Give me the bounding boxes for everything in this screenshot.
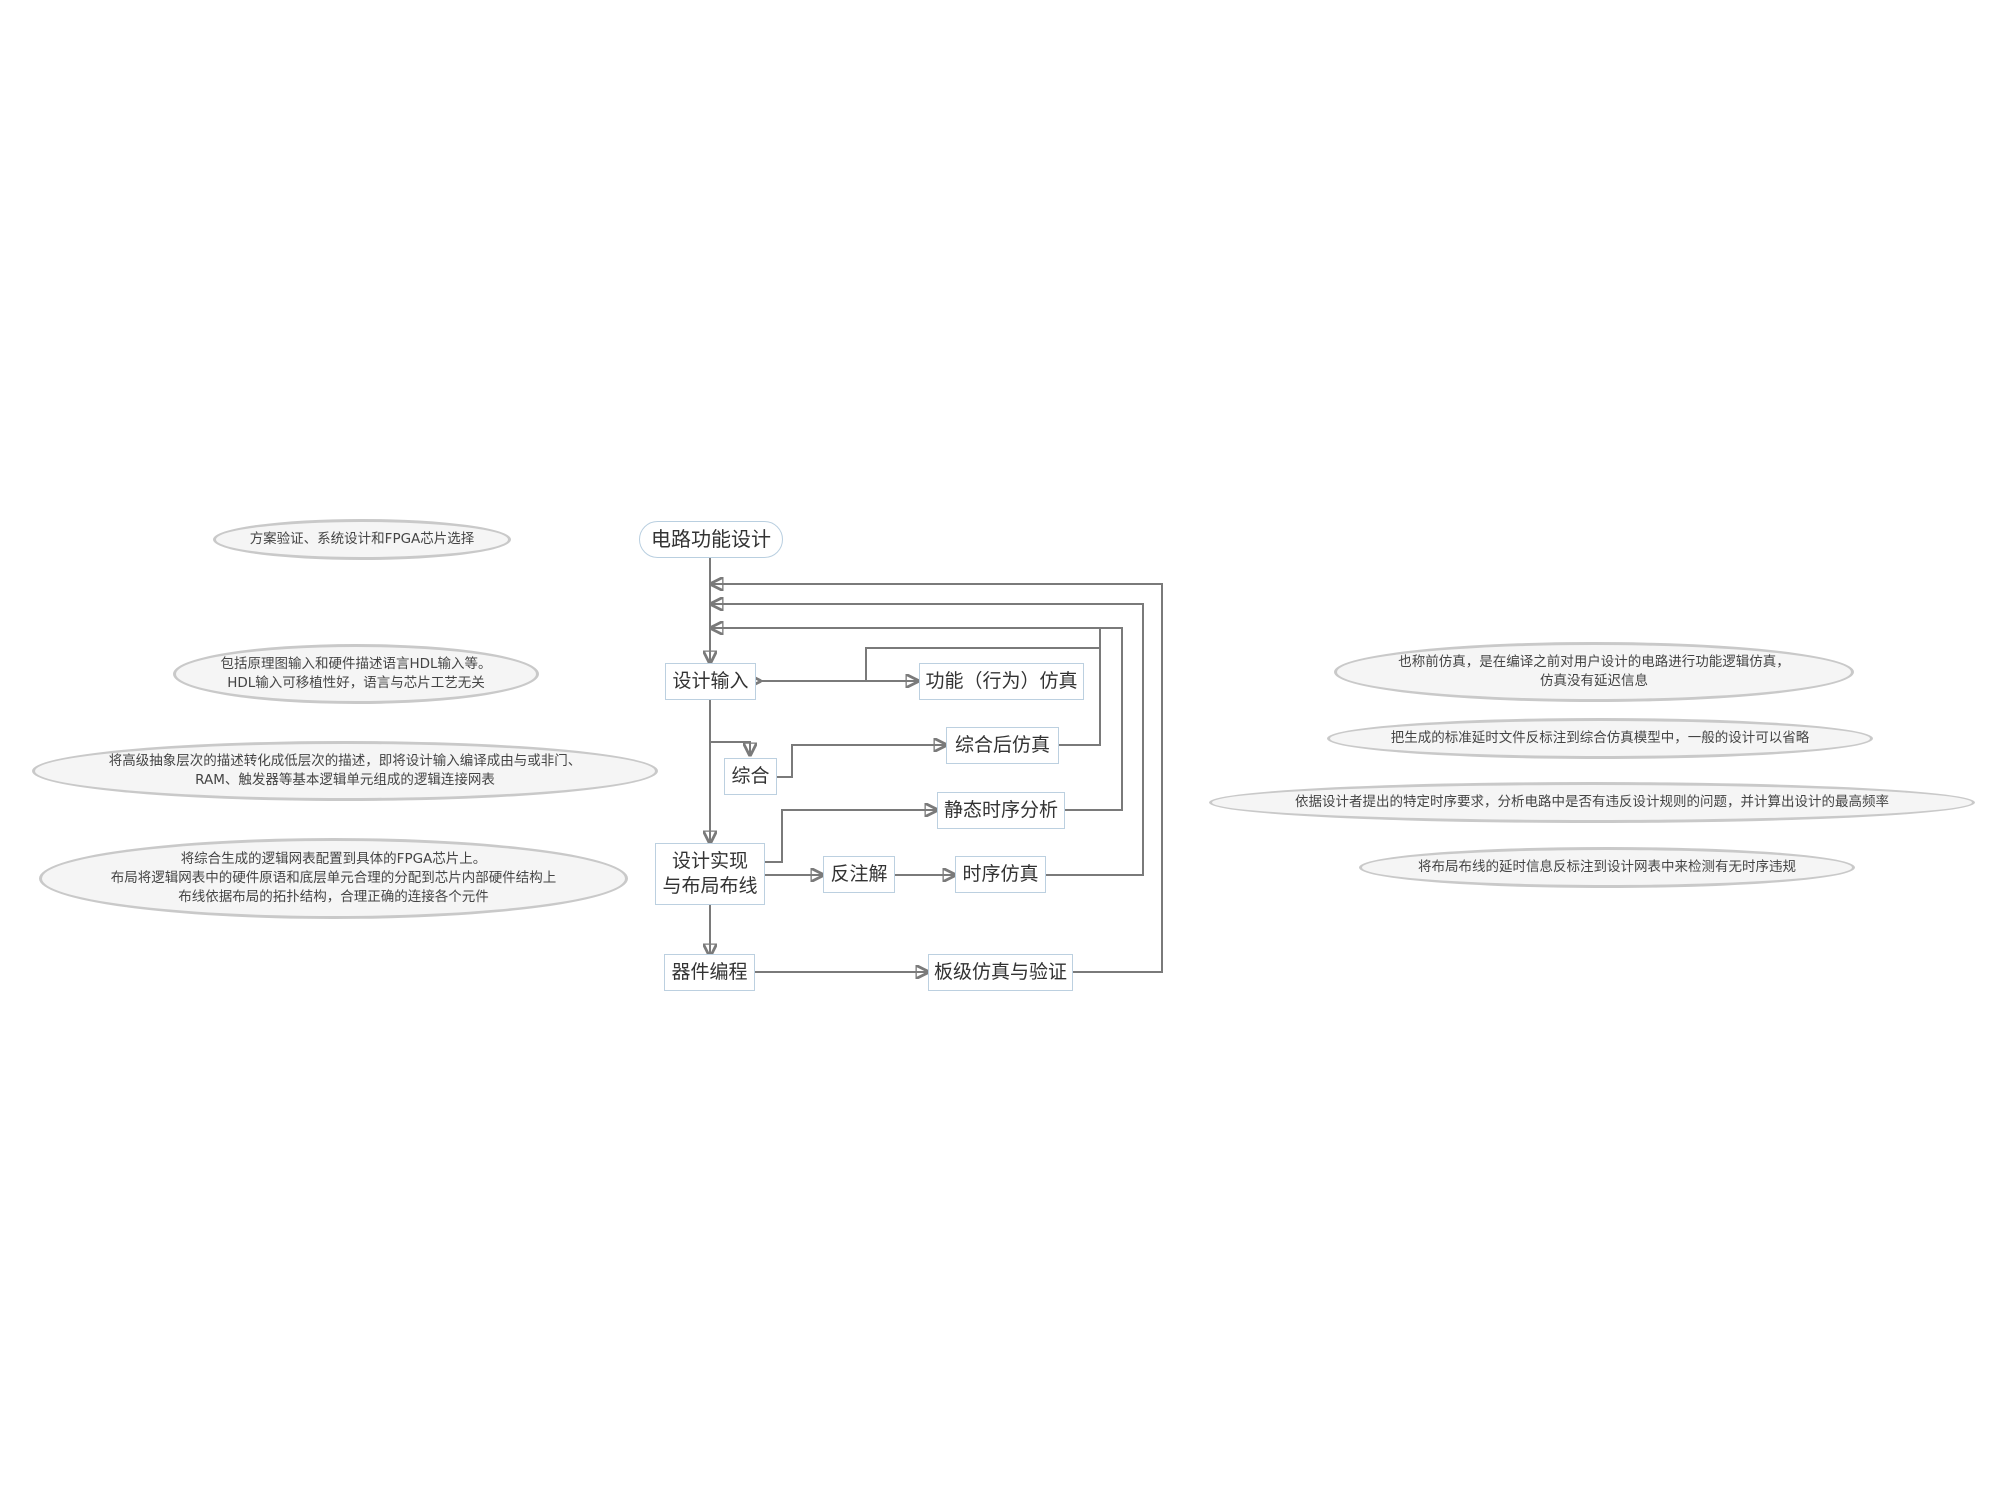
design-input-note: 包括原理图输入和硬件描述语言HDL输入等。 HDL输入可移植性好，语言与芯片工艺… bbox=[173, 644, 539, 704]
static-timing-node[interactable]: 静态时序分析 bbox=[937, 792, 1065, 829]
implementation-note: 将综合生成的逻辑网表配置到具体的FPGA芯片上。 布局将逻辑网表中的硬件原语和底… bbox=[39, 838, 628, 919]
static-timing-note: 依据设计者提出的特定时序要求，分析电路中是否有违反设计规则的问题，并计算出设计的… bbox=[1209, 782, 1975, 823]
design-input-node[interactable]: 设计输入 bbox=[665, 663, 756, 700]
functional-sim-note: 也称前仿真，是在编译之前对用户设计的电路进行功能逻辑仿真， 仿真没有延迟信息 bbox=[1334, 642, 1854, 702]
feedback-timing-sim bbox=[711, 604, 1144, 876]
functional-sim-node[interactable]: 功能（行为）仿真 bbox=[919, 663, 1084, 700]
back-annotation-node[interactable]: 反注解 bbox=[823, 856, 895, 893]
root-note: 方案验证、系统设计和FPGA芯片选择 bbox=[213, 519, 511, 560]
synthesis-note: 将高级抽象层次的描述转化成低层次的描述，即将设计输入编译成由与或非门、 RAM、… bbox=[32, 741, 658, 801]
post-synth-sim-node[interactable]: 综合后仿真 bbox=[946, 727, 1059, 764]
board-sim-node[interactable]: 板级仿真与验证 bbox=[928, 954, 1073, 991]
feedback-post-synth-sim bbox=[1059, 648, 1101, 746]
programming-node[interactable]: 器件编程 bbox=[664, 954, 755, 991]
root-node[interactable]: 电路功能设计 bbox=[639, 521, 783, 558]
feedback-board-sim bbox=[711, 584, 1163, 973]
edge-impl-to-static-timing bbox=[765, 810, 937, 863]
implementation-node[interactable]: 设计实现 与布局布线 bbox=[655, 843, 765, 905]
post-synth-sim-note: 把生成的标准延时文件反标注到综合仿真模型中，一般的设计可以省略 bbox=[1327, 718, 1873, 759]
edge-input-to-synthesis bbox=[710, 741, 750, 755]
timing-sim-node[interactable]: 时序仿真 bbox=[955, 856, 1046, 893]
synthesis-node[interactable]: 综合 bbox=[724, 758, 777, 795]
edge-synthesis-to-postsim bbox=[777, 745, 946, 778]
timing-sim-note: 将布局布线的延时信息反标注到设计网表中来检测有无时序违规 bbox=[1359, 847, 1855, 888]
feedback-static-timing bbox=[711, 628, 1123, 811]
